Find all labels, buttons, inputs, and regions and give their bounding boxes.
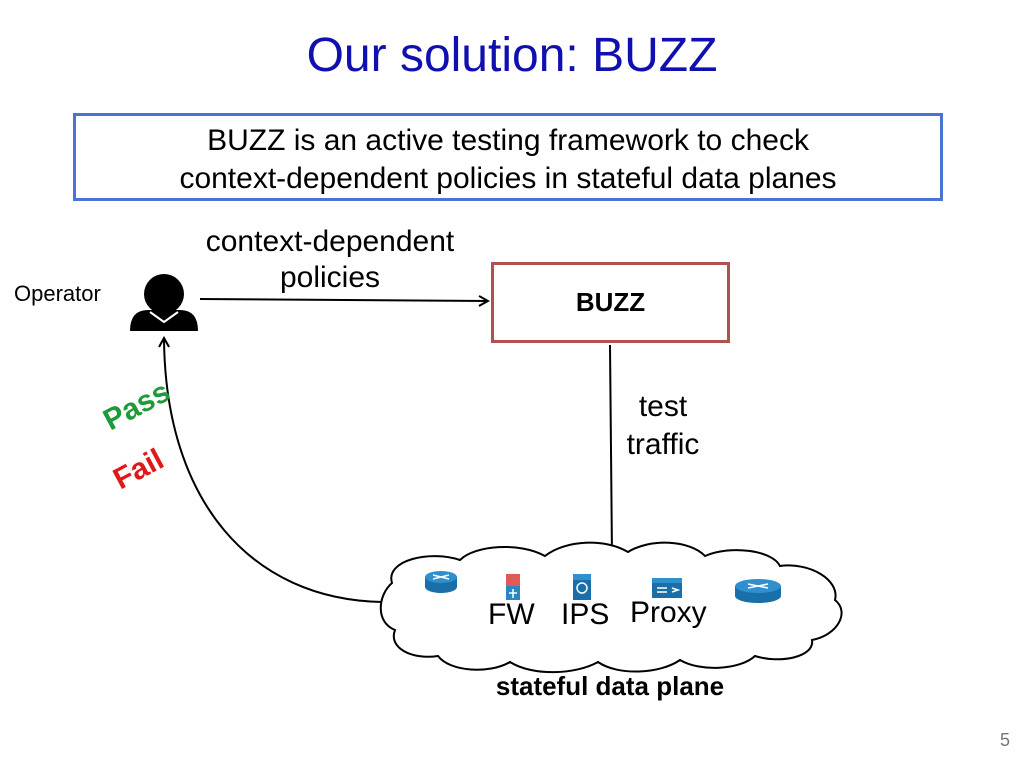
definition-line-1: BUZZ is an active testing framework to c… — [207, 124, 809, 157]
data-plane-cloud — [379, 541, 843, 674]
definition-line-2: context-dependent policies in stateful d… — [179, 162, 837, 195]
router-icon — [735, 579, 781, 603]
policies-label-line-1: context-dependent — [205, 225, 455, 258]
ips-icon — [573, 574, 591, 600]
traffic-arrow — [610, 344, 612, 556]
buzz-node-label: BUZZ — [575, 287, 646, 317]
definition-box: BUZZ is an active testing framework to c… — [73, 113, 943, 201]
policies-label: context-dependent policies — [170, 224, 490, 296]
policies-arrow — [199, 299, 488, 301]
traffic-label: test traffic — [616, 388, 710, 464]
proxy-icon — [652, 578, 682, 598]
fw-label: FW — [488, 598, 535, 631]
policies-label-line-2: policies — [279, 261, 381, 294]
operator-label: Operator — [14, 281, 101, 306]
data-plane-label: stateful data plane — [495, 671, 725, 701]
firewall-icon — [506, 574, 520, 600]
person-icon — [130, 274, 198, 331]
traffic-label-line-2: traffic — [626, 428, 700, 461]
result-arrow — [164, 338, 384, 603]
ips-label: IPS — [561, 598, 610, 631]
buzz-node: BUZZ — [491, 262, 730, 343]
proxy-label: Proxy — [630, 596, 707, 629]
page-number: 5 — [1000, 730, 1011, 750]
traffic-label-line-1: test — [638, 390, 688, 423]
router-icon — [425, 571, 457, 593]
slide-title: Our solution: BUZZ — [306, 29, 718, 82]
